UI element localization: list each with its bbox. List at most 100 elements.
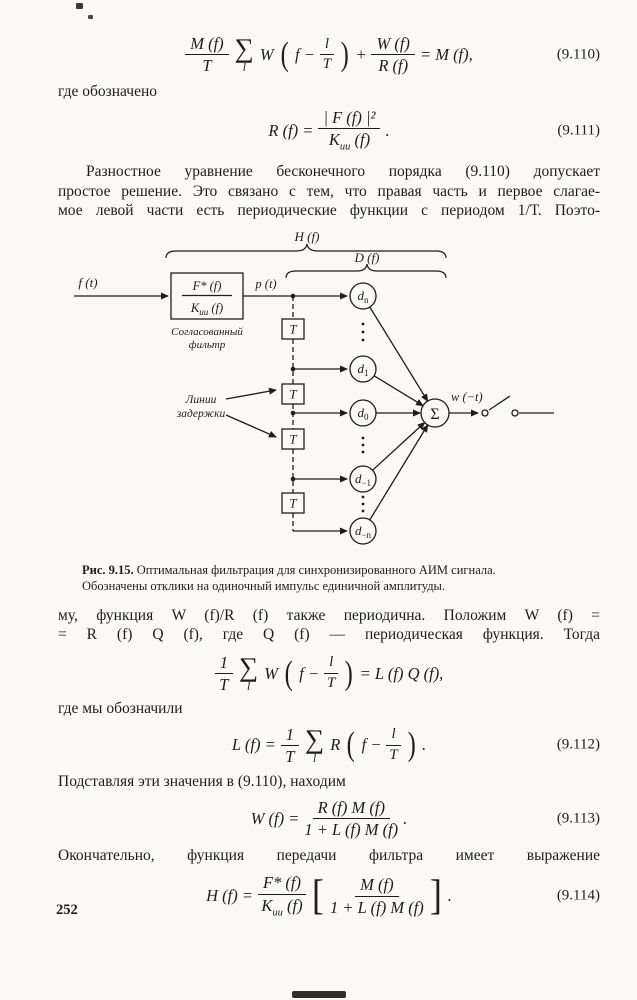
math-token: 1 <box>280 725 299 746</box>
delay-box-3 <box>281 427 305 450</box>
subscript: ии <box>339 141 351 153</box>
caption-line: Рис. 9.15. Оптимальная фильтрация для си… <box>82 562 600 578</box>
tap-label-n: dn <box>358 288 370 305</box>
fraction: | F (f) |² Kии (f) <box>318 108 381 154</box>
math-token: . <box>421 735 427 755</box>
math-token: (f) <box>208 301 223 315</box>
math-token: . <box>447 886 452 906</box>
sum-symbol: ∑ <box>234 33 254 64</box>
math-token: T <box>322 56 332 73</box>
block-diagram: H (f) D (f) <box>74 229 554 545</box>
label-delay-lines-1: Линии <box>185 394 217 406</box>
text-line: Подставляя эти значения в (9.110), наход… <box>58 773 346 791</box>
box-denominator: Kии (f) <box>190 301 223 317</box>
math-token: + <box>355 44 367 64</box>
left-bracket: [ <box>312 873 324 920</box>
paragraph: Разностное уравнение бесконечного порядк… <box>58 162 600 221</box>
equation-number: (9.112) <box>556 736 600 753</box>
scan-artifact <box>88 15 93 19</box>
sum-symbol: ∑ <box>238 651 259 682</box>
paragraph: му, функция W (f)/R (f) также периодична… <box>58 606 600 645</box>
math-token: d <box>358 361 365 376</box>
equation-content: R (f) = | F (f) |² Kии (f) . <box>268 108 389 154</box>
scan-artifact <box>292 991 346 998</box>
switch-arm <box>488 395 511 411</box>
equation-9-114: H (f) = F* (f) Kии (f) [ M (f) 1 + L (f)… <box>58 873 600 919</box>
switch-contact <box>481 408 489 417</box>
box-numerator: F* (f) <box>192 279 222 293</box>
label-output: w (−t) <box>451 390 483 404</box>
equation-number: (9.110) <box>556 46 600 63</box>
brace-group <box>165 243 447 278</box>
sum-input-line <box>373 374 424 406</box>
math-token: = M (f), <box>419 44 473 64</box>
text-line: простое решение. Это связано с тем, что … <box>58 182 600 200</box>
delay-box-label: T <box>289 386 297 401</box>
equation-content: 1 T ∑ l W ( f − l T ) = L (f) Q (f), <box>214 651 444 695</box>
math-token: T <box>219 675 229 695</box>
math-token: W <box>264 663 278 683</box>
switch-contact <box>511 408 519 417</box>
math-token: 1 + L (f) M (f) <box>304 820 399 840</box>
caption-text: Оптимальная фильтрация для синхронизиров… <box>136 562 496 577</box>
subscript: 0 <box>364 412 369 422</box>
delay-box-label: T <box>289 321 297 336</box>
equation-unnumbered: 1 T ∑ l W ( f − l T ) = L (f) Q (f), <box>58 653 600 695</box>
tap-label-1: d1 <box>358 361 369 378</box>
math-token: (f) <box>350 130 371 150</box>
signal-lines <box>74 271 554 545</box>
math-token: = L (f) Q (f), <box>359 663 444 683</box>
sum-index: l <box>312 752 317 765</box>
subscript: ии <box>272 907 283 919</box>
sum-input-line <box>372 421 426 471</box>
caption-lead: Рис. 9.15. <box>82 562 134 577</box>
math-token: 1 <box>214 653 233 675</box>
math-token: l <box>386 726 401 746</box>
fraction: W (f) R (f) <box>371 34 415 76</box>
delay-box-4 <box>281 491 305 514</box>
equation-9-111: R (f) = | F (f) |² Kии (f) . (9.111) <box>58 108 600 154</box>
text-line: = R (f) Q (f), где Q (f) — периодическая… <box>58 626 600 644</box>
tap-label-m1: d−1 <box>355 471 371 488</box>
sum-index: l <box>242 62 246 75</box>
math-token: F* (f) <box>257 873 306 895</box>
equation-content: H (f) = F* (f) Kии (f) [ M (f) 1 + L (f)… <box>206 873 452 919</box>
math-token: T <box>202 56 212 76</box>
delay-box-label: T <box>289 495 297 510</box>
label-matched-filter-1: Согласованный <box>171 326 243 338</box>
tap-circle-m1 <box>349 464 377 493</box>
math-token: T <box>327 675 336 692</box>
math-token: (f) <box>282 895 303 915</box>
math-token: M (f) <box>355 875 399 897</box>
left-paren: ( <box>280 35 289 73</box>
math-token: R <box>330 735 341 755</box>
fraction: l T <box>386 726 401 764</box>
text-line: где обозначено <box>58 82 158 100</box>
math-token: M (f) <box>185 34 229 56</box>
delay-box-2 <box>281 382 305 405</box>
scan-artifact <box>76 3 83 9</box>
equation-9-110: M (f) T ∑ l W ( f − l T ) + W (f) R (f) … <box>58 34 600 76</box>
math-token: Kии (f) <box>261 895 302 920</box>
label-hf: H (f) <box>294 231 320 244</box>
equation-content: M (f) T ∑ l W ( f − l T ) + W (f) R (f) … <box>185 34 473 76</box>
subscript: ии <box>199 307 209 317</box>
label-ft: f (t) <box>78 275 97 290</box>
equation-number: (9.114) <box>556 887 600 904</box>
math-token: W (f) = <box>250 808 300 828</box>
sum-input-line <box>369 423 429 520</box>
tap-circle-n <box>349 281 377 310</box>
fraction: M (f) T <box>185 34 229 76</box>
math-token: d <box>358 288 365 303</box>
fraction: M (f) 1 + L (f) M (f) <box>330 875 424 917</box>
equation-content: W (f) = R (f) M (f) 1 + L (f) M (f) . <box>251 798 408 840</box>
subscript: 1 <box>364 368 369 378</box>
tap-circle-mn <box>349 516 377 545</box>
pointer-line <box>225 413 277 438</box>
math-token: R (f) M (f) <box>312 798 390 820</box>
math-token: d <box>358 405 365 420</box>
sum-index: l <box>246 680 251 693</box>
text-line: Разностное уравнение бесконечного порядк… <box>86 163 600 181</box>
left-paren: ( <box>346 726 356 764</box>
tap-circle-1 <box>349 354 377 383</box>
